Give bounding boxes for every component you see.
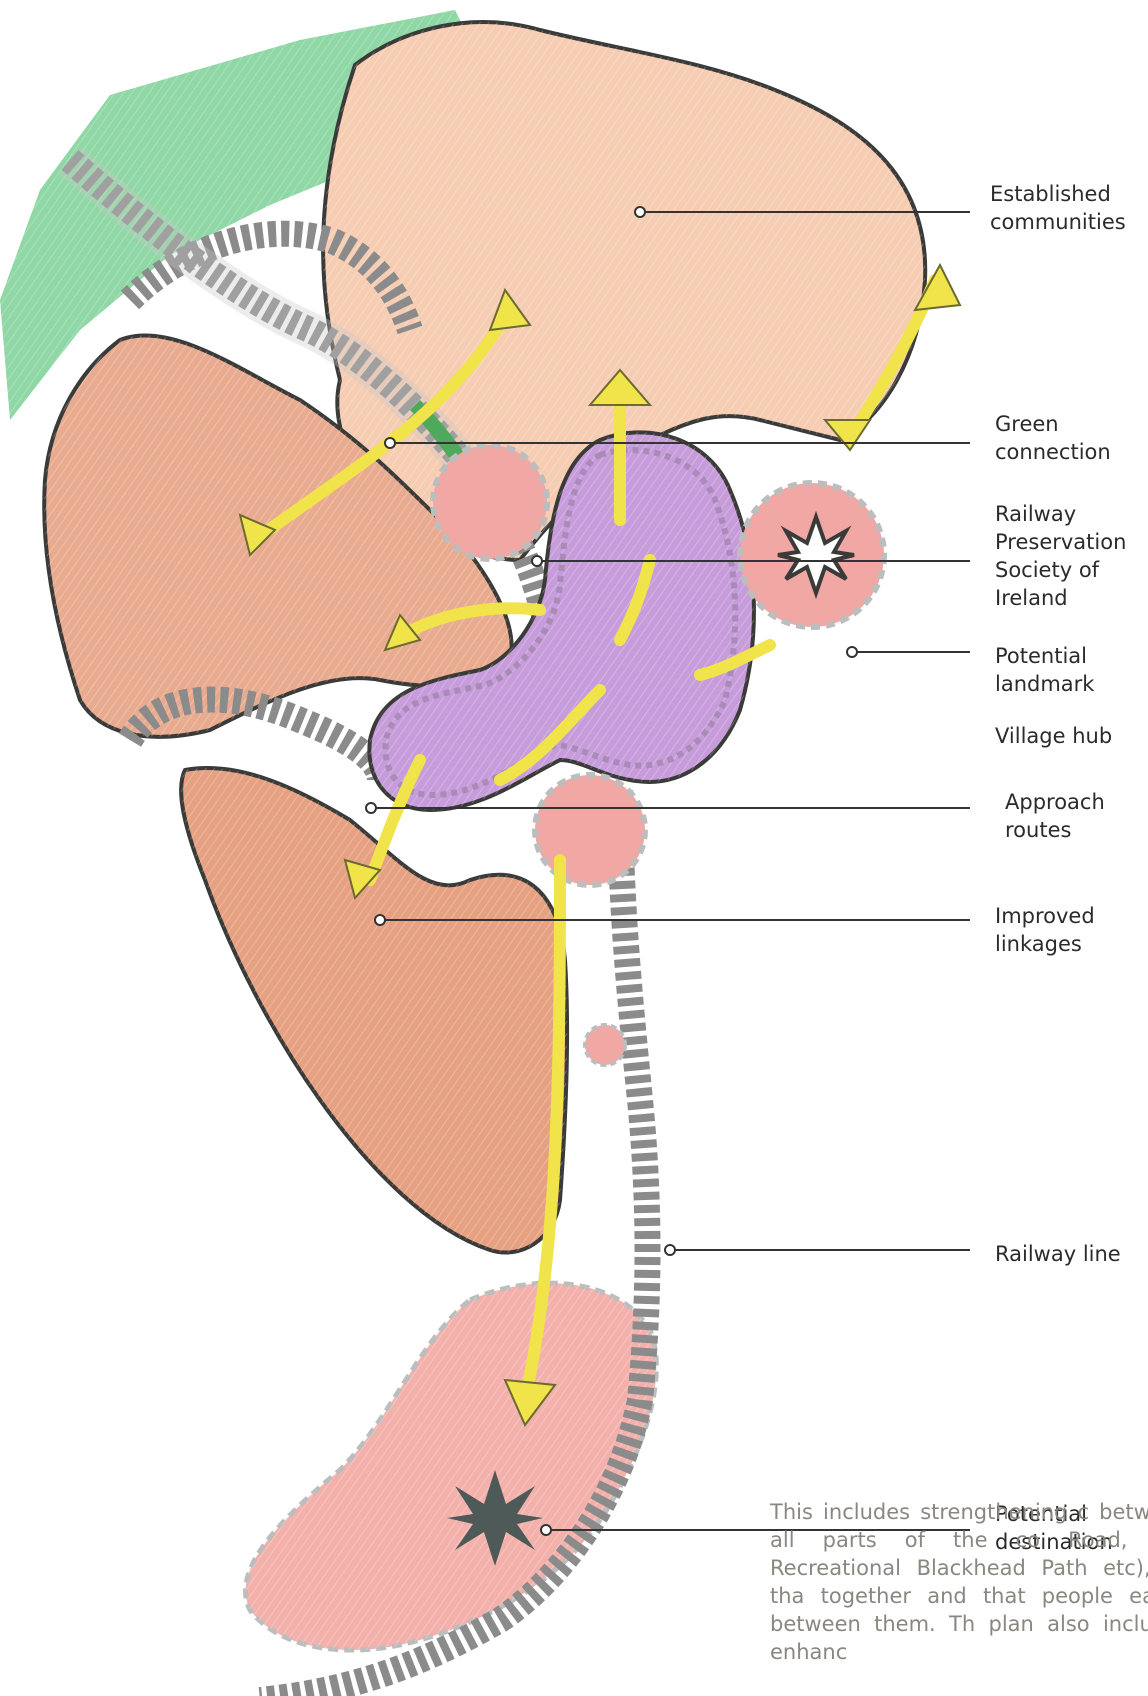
- description-paragraph: This includes strengthening c between al…: [770, 1498, 1148, 1666]
- label-potential-landmark: Potential landmark: [995, 642, 1094, 698]
- label-railway-preservation-society: Railway Preservation Society of Ireland: [995, 500, 1126, 612]
- label-railway-line: Railway line: [995, 1240, 1121, 1268]
- label-improved-linkages: Improved linkages: [995, 902, 1095, 958]
- label-village-hub: Village hub: [995, 722, 1112, 750]
- approach-node: [535, 775, 645, 885]
- small-node: [585, 1025, 625, 1065]
- railway-society-node: [433, 445, 547, 559]
- label-established-communities: Established communities: [990, 180, 1126, 236]
- label-approach-routes: Approach routes: [1005, 788, 1105, 844]
- label-green-connection: Green connection: [995, 410, 1111, 466]
